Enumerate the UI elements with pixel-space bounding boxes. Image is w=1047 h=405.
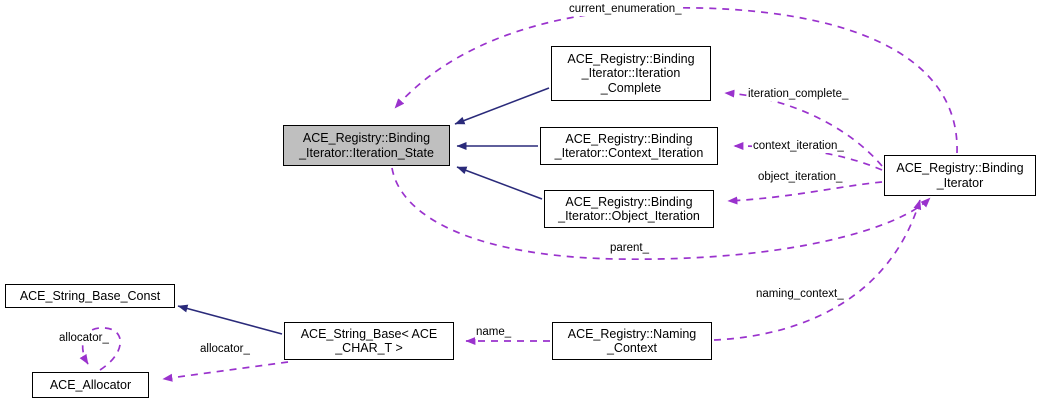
inheritance-edges: [177, 87, 550, 335]
node-label: ACE_Registry::Binding _Iterator::Context…: [554, 131, 704, 161]
edge-assoc-current-enumeration: [394, 6, 958, 154]
association-edges: [79, 6, 958, 382]
node-label: ACE_Registry::Binding _Iterator: [896, 161, 1024, 190]
edge-label-naming-context: naming_context_: [755, 288, 845, 301]
node-iteration-complete[interactable]: ACE_Registry::Binding _Iterator::Iterati…: [551, 46, 711, 101]
edge-inherit-iteration-complete: [454, 87, 550, 125]
edge-assoc-allocator-self: [79, 327, 122, 371]
node-binding-iterator[interactable]: ACE_Registry::Binding _Iterator: [884, 155, 1036, 196]
node-label: ACE_Allocator: [49, 377, 132, 392]
node-label: ACE_Registry::Naming _Context: [567, 326, 697, 356]
node-iteration-state[interactable]: ACE_Registry::Binding _Iterator::Iterati…: [283, 125, 450, 166]
edge-inherit-string-base: [177, 304, 283, 335]
edge-inherit-object-iteration: [456, 166, 543, 200]
edge-assoc-iteration-complete: [724, 89, 883, 167]
node-string-base-const[interactable]: ACE_String_Base_Const: [5, 284, 175, 308]
node-label: ACE_String_Base< ACE _CHAR_T >: [300, 326, 438, 356]
node-label: ACE_Registry::Binding _Iterator::Object_…: [558, 194, 700, 224]
edge-assoc-parent: [391, 167, 931, 261]
node-label: ACE_String_Base_Const: [19, 288, 161, 303]
node-object-iteration[interactable]: ACE_Registry::Binding _Iterator::Object_…: [544, 190, 714, 228]
node-label: ACE_Registry::Binding _Iterator::Iterati…: [299, 131, 434, 160]
node-allocator[interactable]: ACE_Allocator: [32, 372, 149, 398]
node-context-iteration[interactable]: ACE_Registry::Binding _Iterator::Context…: [540, 127, 718, 165]
edge-label-parent: parent_: [609, 242, 651, 255]
edge-label-current-enumeration: current_enumeration_: [568, 3, 683, 16]
edge-label-allocator-string: allocator_: [199, 343, 251, 356]
node-naming-context[interactable]: ACE_Registry::Naming _Context: [552, 322, 712, 360]
node-string-base[interactable]: ACE_String_Base< ACE _CHAR_T >: [284, 322, 454, 360]
edge-label-context-iteration: context_iteration_: [752, 140, 845, 153]
edge-assoc-naming-context: [713, 199, 922, 341]
edge-assoc-allocator-string: [162, 361, 289, 382]
edge-label-allocator-self: allocator_: [58, 332, 110, 345]
edge-label-object-iteration: object_iteration_: [757, 171, 844, 184]
node-label: ACE_Registry::Binding _Iterator::Iterati…: [567, 51, 695, 95]
edge-label-iteration-complete: iteration_complete_: [747, 88, 850, 101]
edge-label-name: name_: [475, 326, 513, 339]
edge-assoc-object-iteration: [727, 181, 883, 205]
